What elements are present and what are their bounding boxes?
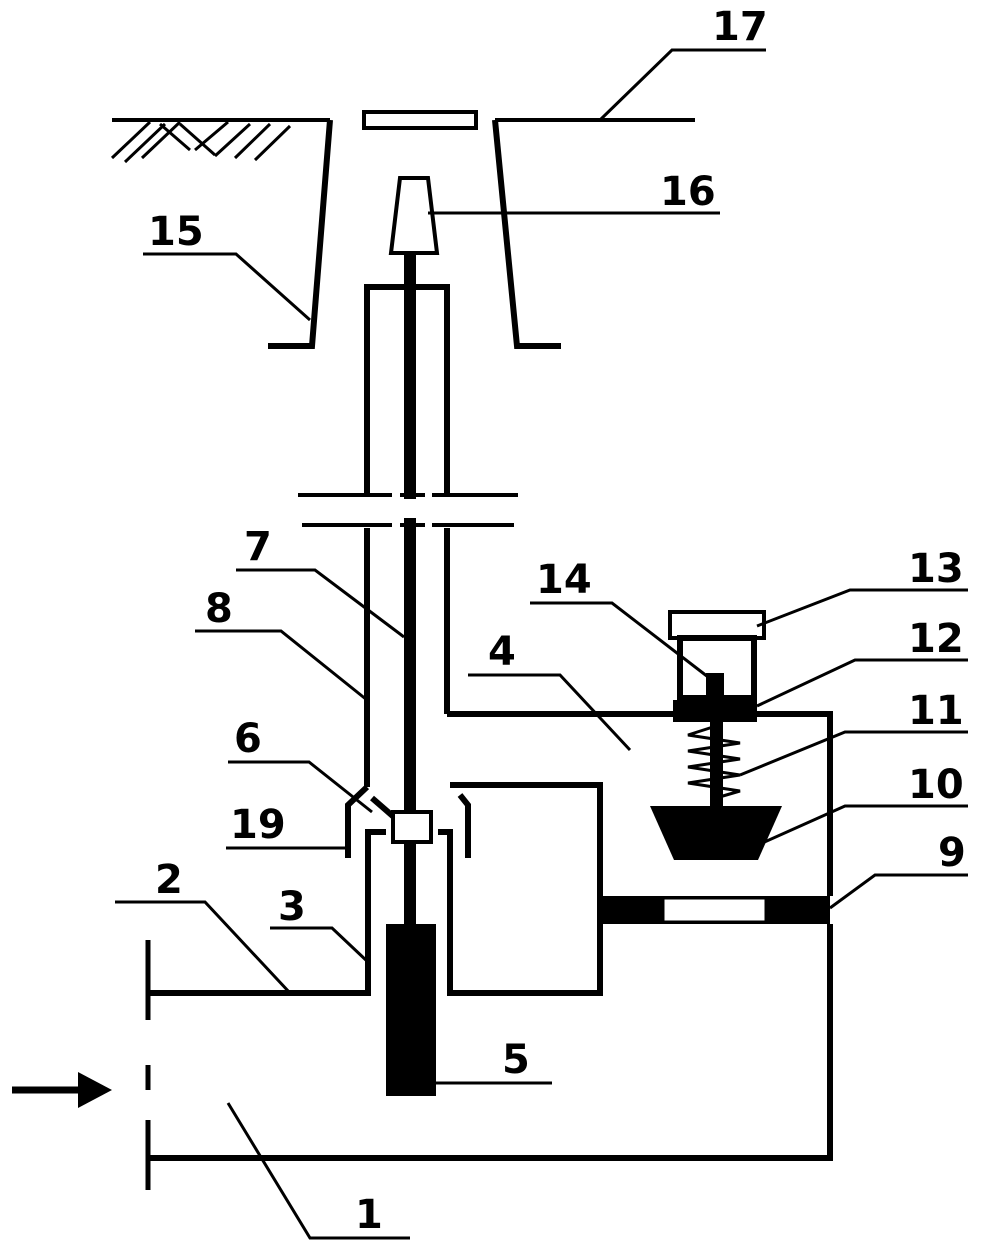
float-body <box>650 806 782 860</box>
valve-seat <box>673 700 757 722</box>
label-11: 11 <box>908 688 964 734</box>
label-2: 2 <box>155 857 183 903</box>
valve-chamber <box>268 119 561 349</box>
label-19: 19 <box>230 802 286 848</box>
label-1: 1 <box>355 1192 383 1238</box>
label-9: 9 <box>938 830 966 876</box>
label-3: 3 <box>278 884 306 930</box>
label-8: 8 <box>205 586 233 632</box>
protective-casing <box>364 284 450 787</box>
valve-plunger <box>386 924 436 1096</box>
label-4: 4 <box>488 629 516 675</box>
valve-housing-cap <box>668 610 766 640</box>
label-5: 5 <box>502 1037 530 1083</box>
surface-cover <box>362 110 478 130</box>
break-lines <box>298 493 518 527</box>
spring <box>687 724 741 800</box>
label-6: 6 <box>234 716 262 762</box>
label-16: 16 <box>660 169 716 215</box>
label-14: 14 <box>536 557 592 603</box>
connecting-passage <box>600 896 830 924</box>
leader-lines <box>115 48 968 1240</box>
label-10: 10 <box>908 762 964 808</box>
ground-hatching <box>110 120 292 164</box>
label-12: 12 <box>908 616 964 662</box>
inlet-pipe <box>148 782 603 996</box>
label-15: 15 <box>148 209 204 255</box>
label-17: 17 <box>712 4 768 50</box>
valve-stem <box>404 253 416 928</box>
label-7: 7 <box>244 524 272 570</box>
chamber-4-outline <box>150 711 833 1161</box>
flow-arrow-icon <box>12 1072 112 1108</box>
label-13: 13 <box>908 546 964 592</box>
operating-cap <box>388 176 440 255</box>
stem-coupling <box>391 810 433 844</box>
reference-labels: 17 16 15 7 8 6 19 2 3 5 1 4 14 13 12 11 … <box>148 4 966 1238</box>
